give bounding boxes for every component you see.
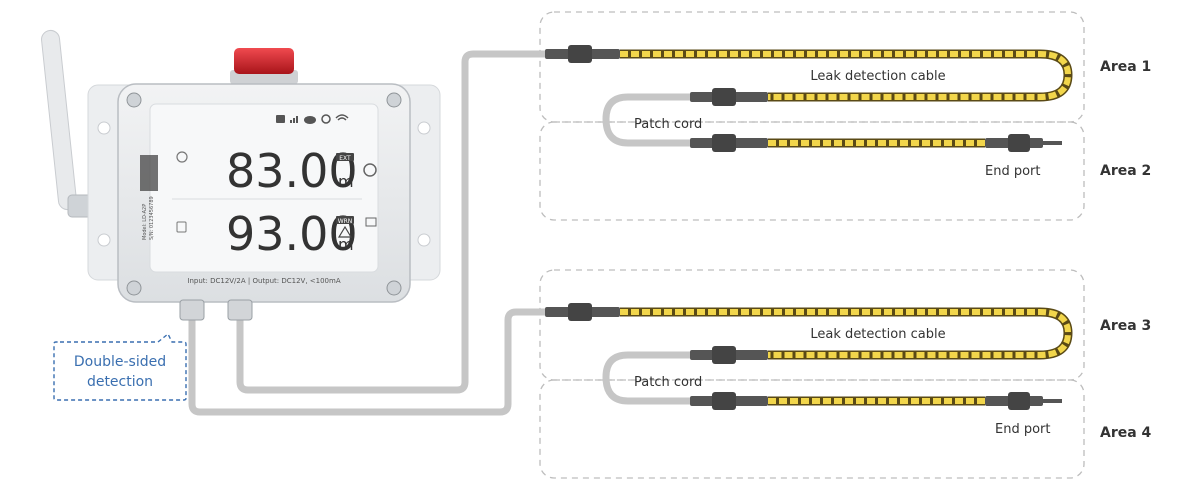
power-spec: Input: DC12V/2A | Output: DC12V, <100mA <box>187 277 340 285</box>
area-1-box <box>539 11 1085 123</box>
end-port-label-2: End port <box>995 422 1051 437</box>
alarm-beacon <box>230 48 298 84</box>
warning-icon <box>337 225 353 238</box>
wifi-icon <box>335 114 349 121</box>
leak-cable-label-1: Leak detection cable <box>810 69 945 84</box>
area-label-3: Area 3 <box>1100 318 1151 334</box>
unit-top: m <box>338 172 354 191</box>
area-boxes <box>539 11 1085 479</box>
cable-run-lower <box>545 303 1073 410</box>
status-icons <box>276 114 349 124</box>
feed-cords <box>188 50 549 416</box>
gear-icon[interactable] <box>363 163 377 177</box>
unit-bottom: m <box>338 235 354 254</box>
bottom-tag: WRN <box>338 218 353 225</box>
menu-icon[interactable] <box>365 217 377 227</box>
signal-bars-icon <box>290 116 298 123</box>
cloud-icon <box>304 116 316 124</box>
callout-line-2: detection <box>87 374 153 390</box>
model-text: Model: LD-A2P <box>142 204 148 240</box>
feed-cord-upper <box>236 50 549 394</box>
area-label-2: Area 2 <box>1100 163 1151 179</box>
area-4-box <box>539 379 1085 479</box>
callout-line-1: Double-sided <box>74 354 166 370</box>
leak-cable-label-2: Leak detection cable <box>810 327 945 342</box>
clipboard-icon <box>176 221 187 233</box>
area-label-1: Area 1 <box>1100 59 1151 75</box>
area-label-4: Area 4 <box>1100 425 1152 441</box>
reading-bottom: 93.00 <box>226 207 358 261</box>
serial-text: S/N: 0123456789 <box>149 196 155 240</box>
battery-icon <box>276 115 285 123</box>
area-3-box <box>539 269 1085 381</box>
double-sided-callout: Double-sided detection <box>53 332 187 401</box>
cable-run-upper <box>545 45 1073 152</box>
qr-code <box>140 155 158 191</box>
leak-detection-controller: Model: LD-A2P S/N: 0123456789 83.00 EXT … <box>41 29 441 321</box>
network-icon <box>321 114 331 124</box>
area-2-box <box>539 121 1085 221</box>
feed-cord-lower <box>188 308 549 416</box>
fingerprint-icon <box>176 151 188 163</box>
reading-top: 83.00 <box>226 144 358 198</box>
end-port-label-1: End port <box>985 164 1041 179</box>
top-tag: EXT <box>339 155 351 162</box>
patch-cord-label-1: Patch cord <box>634 117 702 132</box>
cable-glands <box>179 299 253 321</box>
patch-cord-label-2: Patch cord <box>634 375 702 390</box>
